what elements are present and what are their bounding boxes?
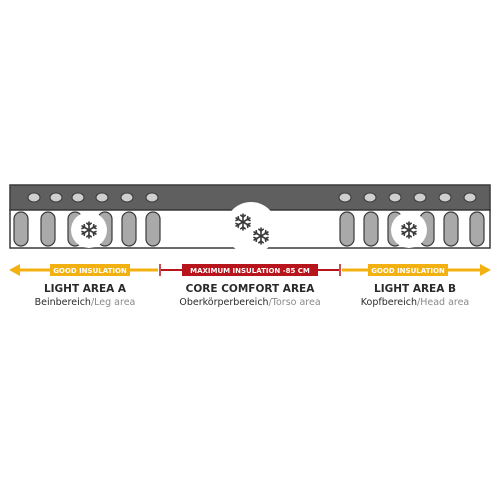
core-cooling-zone: [225, 202, 277, 254]
zone-title: LIGHT AREA B: [374, 283, 456, 295]
air-hole: [145, 192, 159, 203]
air-hole: [95, 192, 109, 203]
pocket-spring: [40, 211, 56, 247]
zone-subtitle-en: Head area: [420, 296, 470, 308]
zone-subtitle: Oberkörperbereich/Torso area: [160, 297, 340, 308]
air-hole: [338, 192, 352, 203]
air-hole: [413, 192, 427, 203]
right-cooling-zone: [391, 212, 427, 248]
maximum-insulation-badge: [182, 264, 318, 276]
insulation-bands: GOOD INSULATION MAXIMUM INSULATION -85 C…: [9, 264, 491, 276]
zone-subtitle-en: Leg area: [94, 296, 136, 308]
arrow-right-icon: [480, 264, 491, 276]
good-insulation-badge-left: [50, 264, 130, 276]
pocket-spring: [121, 211, 137, 247]
pocket-spring: [443, 211, 459, 247]
good-insulation-badge-right: [368, 264, 448, 276]
zone-subtitle-en: Torso area: [271, 296, 321, 308]
air-hole: [438, 192, 452, 203]
air-hole: [388, 192, 402, 203]
air-hole: [363, 192, 377, 203]
pocket-spring: [469, 211, 485, 247]
zone-title: CORE COMFORT AREA: [185, 283, 315, 295]
air-hole: [27, 192, 41, 203]
maximum-insulation-label: MAXIMUM INSULATION -85 CM: [190, 267, 310, 275]
good-insulation-label-right: GOOD INSULATION: [371, 267, 445, 275]
zone-label-light-area-a: LIGHT AREA A Beinbereich/Leg area: [10, 283, 160, 308]
zone-separator: /: [417, 296, 421, 308]
left-cooling-zone: [71, 212, 107, 248]
zone-separator: /: [90, 296, 95, 308]
zone-title: LIGHT AREA A: [43, 283, 127, 295]
pocket-spring: [339, 211, 355, 247]
arrow-left-icon: [9, 264, 20, 276]
zone-subtitle: Beinbereich/Leg area: [10, 297, 160, 308]
good-insulation-label-left: GOOD INSULATION: [53, 267, 127, 275]
pocket-spring: [363, 211, 379, 247]
zone-label-light-area-b: LIGHT AREA B Kopfbereich/Head area: [340, 283, 490, 308]
pocket-spring: [13, 211, 29, 247]
zone-label-core-comfort-area: CORE COMFORT AREA Oberkörperbereich/Tors…: [160, 283, 340, 308]
pocket-spring: [145, 211, 161, 247]
air-hole: [120, 192, 134, 203]
zone-subtitle-de: Beinbereich: [34, 296, 91, 308]
top-layer-holes: [27, 192, 477, 203]
zone-subtitle: Kopfbereich/Head area: [340, 297, 490, 308]
air-hole: [49, 192, 63, 203]
zone-subtitle-de: Kopfbereich: [360, 296, 417, 308]
zone-separator: /: [268, 296, 272, 308]
cooling-bubble: [225, 202, 277, 254]
zone-subtitle-de: Oberkörperbereich: [179, 296, 269, 308]
air-hole: [71, 192, 85, 203]
air-hole: [463, 192, 477, 203]
